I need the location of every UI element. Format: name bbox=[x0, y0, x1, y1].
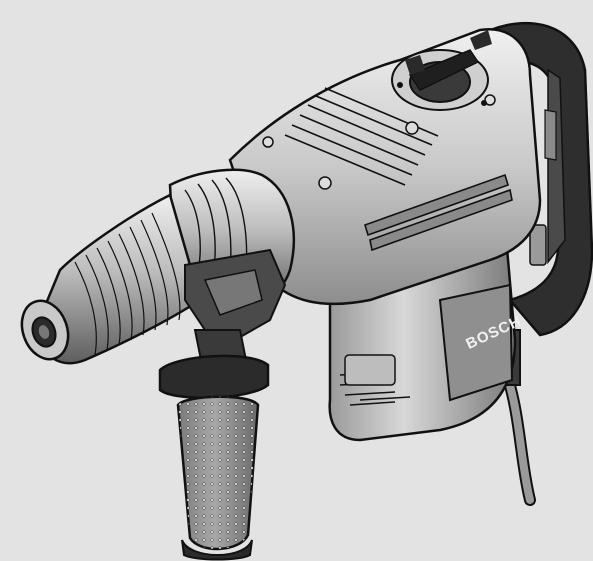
screw-icon bbox=[262, 136, 274, 148]
rear-handle bbox=[467, 21, 593, 337]
screw-icon bbox=[484, 94, 496, 106]
side-louvers bbox=[364, 173, 513, 252]
trigger-switch bbox=[529, 224, 547, 266]
tool-holder-chuck bbox=[20, 193, 202, 365]
screw-icon bbox=[405, 121, 419, 135]
aux-side-handle bbox=[158, 354, 270, 561]
handle-guard bbox=[158, 354, 270, 400]
cooling-ribs bbox=[284, 87, 439, 186]
mode-selector bbox=[391, 30, 492, 111]
screw-icon bbox=[318, 176, 332, 190]
